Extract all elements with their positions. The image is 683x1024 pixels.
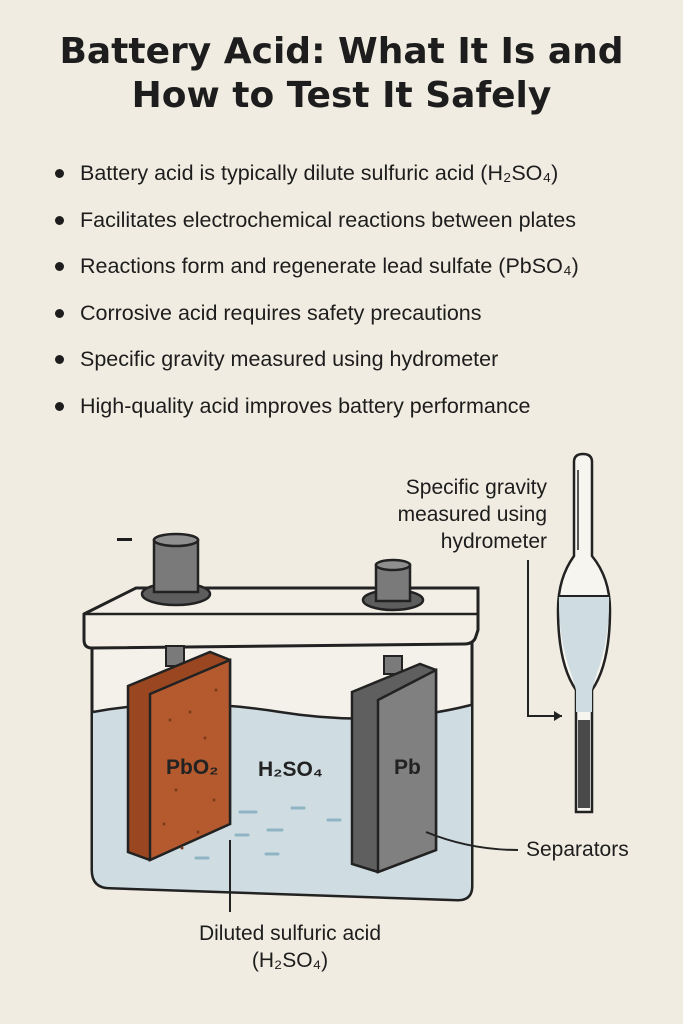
bullet-item-3: Reactions form and regenerate lead sulfa… bbox=[52, 243, 683, 290]
acid-label: Diluted sulfuric acid (H₂SO₄) bbox=[140, 920, 440, 974]
bullet-item-2: Facilitates electrochemical reactions be… bbox=[52, 197, 683, 244]
acid-label-line-2: (H₂SO₄) bbox=[251, 949, 329, 972]
bullet-item-1: Battery acid is typically dilute sulfuri… bbox=[52, 150, 683, 197]
pb-label: Pb bbox=[394, 756, 421, 779]
hydrometer-leader-line bbox=[527, 560, 562, 717]
hydrometer-label-line-1: Specific gravity bbox=[405, 476, 547, 499]
acid-bubbles bbox=[194, 806, 342, 860]
pb-plate bbox=[350, 662, 438, 874]
electrolyte-label: H₂SO₄ bbox=[258, 758, 323, 781]
negative-symbol bbox=[117, 538, 132, 541]
pbo2-plate bbox=[126, 650, 232, 862]
page-title: Battery Acid: What It Is and How to Test… bbox=[0, 30, 683, 118]
negative-terminal bbox=[140, 532, 212, 607]
title-line-2: How to Test It Safely bbox=[131, 75, 552, 116]
positive-terminal bbox=[361, 558, 425, 612]
separators-leader-line bbox=[425, 831, 519, 851]
pbo2-label: PbO₂ bbox=[166, 756, 219, 779]
bullet-list: Battery acid is typically dilute sulfuri… bbox=[52, 150, 683, 429]
bullet-item-4: Corrosive acid requires safety precautio… bbox=[52, 290, 683, 337]
separators-label: Separators bbox=[526, 838, 629, 861]
title-line-1: Battery Acid: What It Is and bbox=[59, 31, 624, 72]
acid-label-line-1: Diluted sulfuric acid bbox=[198, 922, 382, 945]
hydrometer-label: Specific gravity measured using hydromet… bbox=[398, 474, 547, 555]
hydrometer bbox=[556, 452, 612, 814]
bullet-item-5: Specific gravity measured using hydromet… bbox=[52, 336, 683, 383]
hydrometer-label-line-3: hydrometer bbox=[440, 530, 547, 553]
bullet-item-6: High-quality acid improves battery perfo… bbox=[52, 383, 683, 430]
hydrometer-label-line-2: measured using bbox=[397, 503, 547, 526]
